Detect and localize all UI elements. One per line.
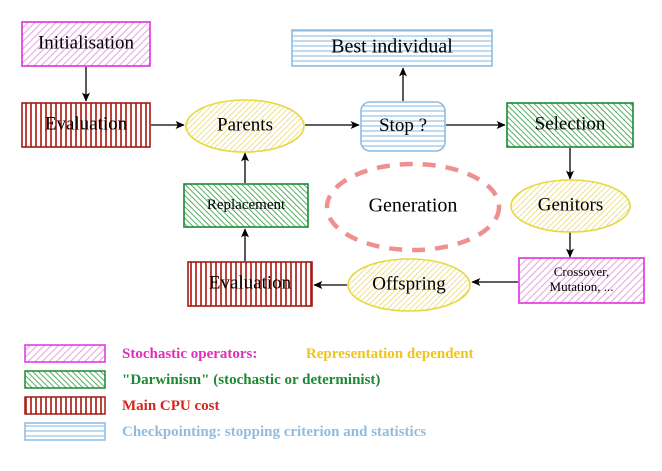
node-generation[interactable]: Generation: [324, 161, 502, 253]
node-label-initialisation: Initialisation: [38, 32, 135, 53]
node-shape-crossover: [518, 257, 645, 304]
legend-label-stochastic-1: Representation dependent: [306, 346, 474, 362]
node-shape-parents: [185, 99, 305, 153]
node-initialisation[interactable]: Initialisation: [21, 21, 151, 67]
legend-swatch-stochastic: [24, 344, 106, 363]
legend-label-cpu-0: Main CPU cost: [122, 398, 220, 414]
legend-row-darwinism: "Darwinism" (stochastic or determinist): [24, 370, 380, 389]
node-selection[interactable]: Selection: [506, 102, 634, 148]
node-label-parents: Parents: [217, 114, 273, 135]
node-stop[interactable]: Stop ?: [360, 101, 446, 152]
node-crossover[interactable]: Crossover,Mutation, ...: [518, 257, 645, 304]
legend-label-darwinism-0: "Darwinism" (stochastic or determinist): [122, 372, 380, 388]
node-label-generation: Generation: [369, 195, 458, 217]
node-replacement[interactable]: Replacement: [183, 183, 309, 228]
legend-swatch-darwinism: [24, 370, 106, 389]
node-label-selection: Selection: [535, 113, 606, 134]
node-shape-evaluation-top: [21, 102, 151, 148]
node-label-crossover: Mutation, ...: [550, 279, 614, 294]
node-label-evaluation-bot: Evaluation: [209, 272, 292, 293]
node-evaluation-top[interactable]: Evaluation: [21, 102, 151, 148]
node-genitors[interactable]: Genitors: [510, 179, 631, 233]
node-label-best-individual: Best individual: [331, 36, 453, 58]
legend-layer: Stochastic operators: Representation depe…: [24, 344, 474, 441]
edges-layer: [81, 67, 575, 290]
node-label-evaluation-top: Evaluation: [45, 113, 128, 134]
node-label-replacement: Replacement: [207, 197, 286, 213]
legend-label-stochastic-0: Stochastic operators:: [122, 346, 257, 362]
node-shape-generation: [324, 161, 502, 253]
node-label-crossover: Crossover,: [554, 264, 609, 279]
legend-label-checkpointing-0: Checkpointing: stopping criterion and st…: [122, 424, 426, 440]
node-shape-selection: [506, 102, 634, 148]
node-shape-initialisation: [21, 21, 151, 67]
node-evaluation-bot[interactable]: Evaluation: [187, 261, 313, 307]
node-parents[interactable]: Parents: [185, 99, 305, 153]
node-shape-genitors: [510, 179, 631, 233]
node-best-individual[interactable]: Best individual: [291, 29, 493, 67]
node-shape-replacement: [183, 183, 309, 228]
legend-row-checkpointing: Checkpointing: stopping criterion and st…: [24, 422, 426, 441]
node-label-stop: Stop ?: [379, 115, 427, 136]
node-label-genitors: Genitors: [538, 194, 603, 215]
node-shape-best-individual: [291, 29, 493, 67]
node-offspring[interactable]: Offspring: [347, 258, 471, 312]
node-shape-evaluation-bot: [187, 261, 313, 307]
legend-row-stochastic: Stochastic operators: Representation depe…: [24, 344, 474, 363]
legend-row-cpu: Main CPU cost: [24, 396, 220, 415]
node-label-offspring: Offspring: [372, 273, 446, 294]
legend-swatch-checkpointing: [24, 422, 106, 441]
node-shape-offspring: [347, 258, 471, 312]
legend-swatch-cpu: [24, 396, 106, 415]
node-shape-stop: [360, 101, 446, 152]
